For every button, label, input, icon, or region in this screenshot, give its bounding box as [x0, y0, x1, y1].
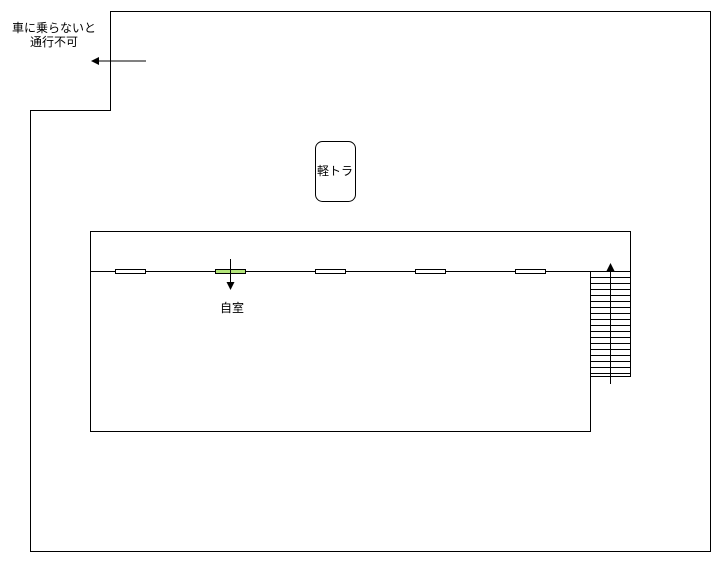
door-3: [315, 269, 346, 274]
building-outline: [90, 231, 631, 432]
no-passage-warning: 車に乗らないと 通行不可: [4, 21, 104, 49]
warning-line-1: 車に乗らないと: [11, 21, 96, 35]
light-truck-label: 軽トラ: [315, 141, 355, 201]
door-5: [515, 269, 546, 274]
door-4: [415, 269, 446, 274]
light-truck-text: 軽トラ: [316, 164, 353, 178]
my-room-label: 自室: [219, 301, 244, 315]
light-truck-box: [315, 141, 356, 202]
door-1: [115, 269, 146, 274]
warning-line-2: 通行不可: [29, 35, 78, 49]
site-boundary: [30, 11, 711, 552]
